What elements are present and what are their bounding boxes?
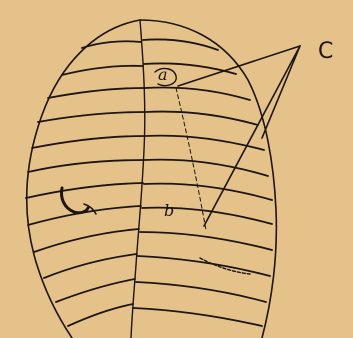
label-c: C bbox=[318, 39, 333, 64]
label-b: b bbox=[164, 201, 174, 220]
label-a: a bbox=[158, 65, 168, 84]
